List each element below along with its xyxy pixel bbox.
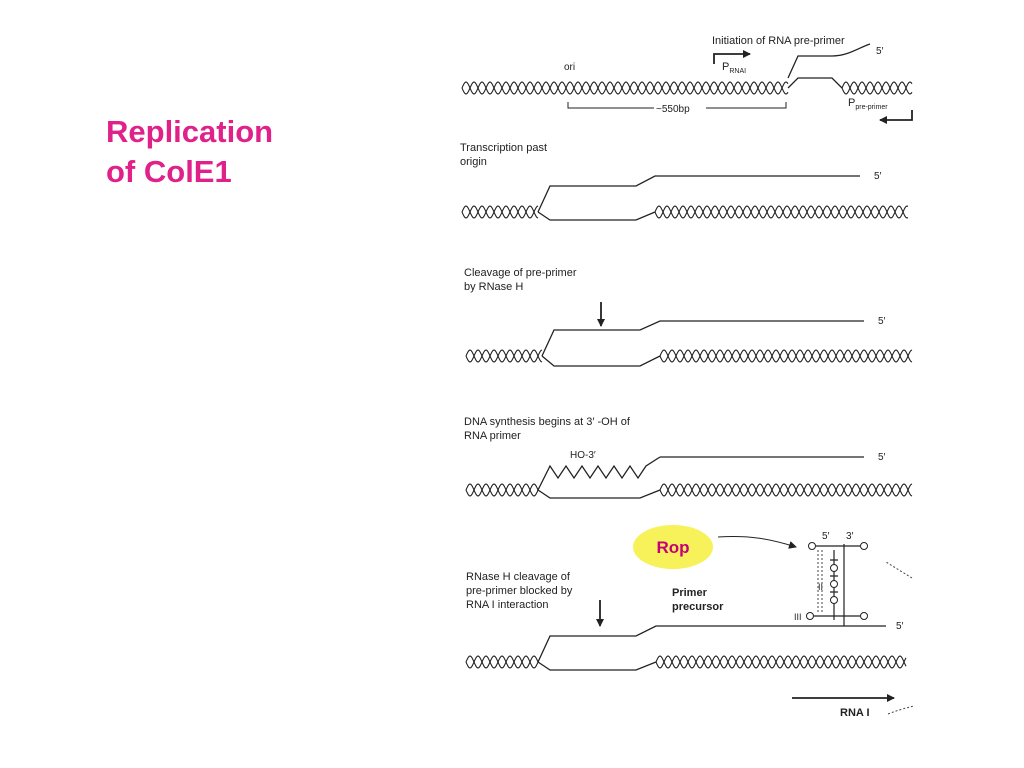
- panel2-label-1: Transcription past: [460, 142, 547, 154]
- panel3-label-2: by RNase H: [464, 281, 523, 293]
- panel-rna-i-interaction: Rop 5′ 3′ II III RNase H cleavage of pre…: [465, 525, 915, 719]
- panel4-five-prime: 5′: [878, 452, 886, 463]
- rop-arrow: [717, 536, 797, 549]
- five-prime-label: 5′: [876, 46, 884, 57]
- loop-ii-label: II: [818, 582, 823, 592]
- helix-strand: [659, 349, 913, 363]
- dna-helix-3: [465, 349, 913, 363]
- panel5-label-1: RNase H cleavage of: [466, 571, 571, 583]
- loop-ii-node-2: [830, 580, 838, 588]
- dna-helix-2: [461, 205, 909, 219]
- panel4-label-2: RNA primer: [464, 430, 521, 442]
- dna-helix-1: [461, 81, 913, 95]
- distance-label-bg: [654, 101, 706, 115]
- rop-label: Rop: [656, 538, 689, 557]
- helix-strand: [655, 655, 907, 669]
- p-rnai-main: P: [722, 61, 729, 73]
- cole1-replication-diagram: Initiation of RNA pre-primer ori PRNAI 5…: [460, 35, 915, 719]
- rna-i-dotted-pairing: [817, 550, 823, 614]
- helix-strand: [659, 349, 913, 363]
- panel-dna-synthesis: DNA synthesis begins at 3′ -OH of RNA pr…: [464, 416, 913, 499]
- p-rnai-sub: RNAI: [729, 68, 746, 75]
- primer-stem-loop: [816, 544, 860, 626]
- rna-transcript-3: [541, 320, 864, 357]
- slide-title: Replication of ColE1: [106, 112, 273, 192]
- helix-strand: [465, 349, 543, 363]
- helix-strand: [461, 205, 539, 219]
- loop-i-left: [808, 542, 816, 550]
- stem-5-prime: 5′: [822, 531, 830, 542]
- dna-helix-5: [465, 655, 907, 669]
- panel5-label-3: RNA I interaction: [466, 599, 549, 611]
- loop-ii-node-3: [830, 596, 838, 604]
- rna-i-label: RNA I: [840, 707, 870, 719]
- transcription-bubble-3: [541, 355, 661, 367]
- panel1-label: Initiation of RNA pre-primer: [712, 35, 845, 47]
- helix-strand: [465, 655, 539, 669]
- loop-iii-label: III: [794, 612, 802, 622]
- panel-cleavage: Cleavage of pre-primer by RNase H 5′: [464, 267, 913, 367]
- p-rnai-arrow: [713, 50, 751, 64]
- p-preprimer-arrow: [879, 110, 913, 124]
- p-pre-main: P: [848, 97, 855, 109]
- rna-primer-zigzag: [537, 456, 661, 491]
- helix-strand: [465, 655, 539, 669]
- panel3-label-1: Cleavage of pre-primer: [464, 267, 577, 279]
- helix-strand: [465, 483, 539, 497]
- panel3-five-prime: 5′: [878, 316, 886, 327]
- loop-i-right: [860, 542, 868, 550]
- helix-strand: [461, 81, 789, 95]
- transcription-bubble-1: [787, 77, 843, 89]
- loop-ii-node-1: [830, 564, 838, 572]
- rna-transcript-2: [537, 175, 860, 213]
- helix-strand: [465, 483, 539, 497]
- loop-iii-left: [806, 612, 814, 620]
- transcription-bubble-2: [537, 211, 656, 221]
- dna-helix-4: [465, 483, 913, 497]
- helix-strand: [654, 205, 909, 219]
- distance-label: ~550bp: [656, 104, 690, 115]
- helix-strand: [659, 483, 913, 497]
- panel2-label-2: origin: [460, 156, 487, 168]
- helix-strand: [655, 655, 907, 669]
- primer-precursor-1: Primer: [672, 587, 708, 599]
- title-line-2: of ColE1: [106, 154, 232, 189]
- helix-strand: [841, 81, 913, 95]
- title-line-1: Replication: [106, 114, 274, 149]
- p-pre-sub: pre-primer: [855, 104, 888, 111]
- helix-strand: [654, 205, 909, 219]
- rna-i-dotted-arrow: [885, 561, 913, 579]
- helix-strand: [841, 81, 913, 95]
- ho3-label: HO-3′: [570, 450, 596, 461]
- stem-3-prime: 3′: [846, 531, 854, 542]
- panel-transcription: Transcription past origin 5′: [460, 142, 909, 221]
- ori-label: ori: [564, 62, 575, 73]
- helix-strand: [659, 483, 913, 497]
- panel-initiation: Initiation of RNA pre-primer ori PRNAI 5…: [461, 35, 913, 124]
- rna-i-dotted-tail: [887, 705, 915, 715]
- helix-strand: [461, 81, 789, 95]
- preprimer-rna-strand: [787, 43, 871, 79]
- primer-precursor-2: precursor: [672, 601, 724, 613]
- panel2-five-prime: 5′: [874, 171, 882, 182]
- helix-strand: [461, 205, 539, 219]
- rop-badge: [633, 525, 713, 569]
- transcription-bubble-5: [537, 661, 657, 671]
- p-rnai-label: PRNAI: [722, 61, 746, 75]
- panel5-five-prime: 5′: [896, 621, 904, 632]
- panel4-label-1: DNA synthesis begins at 3′ -OH of: [464, 416, 631, 428]
- helix-strand: [465, 349, 543, 363]
- loop-iii-right: [860, 612, 868, 620]
- p-preprimer-label: Ppre-primer: [848, 97, 888, 111]
- transcription-bubble-4: [537, 489, 661, 499]
- rna-transcript-5: [537, 625, 886, 663]
- panel5-label-2: pre-primer blocked by: [466, 585, 573, 597]
